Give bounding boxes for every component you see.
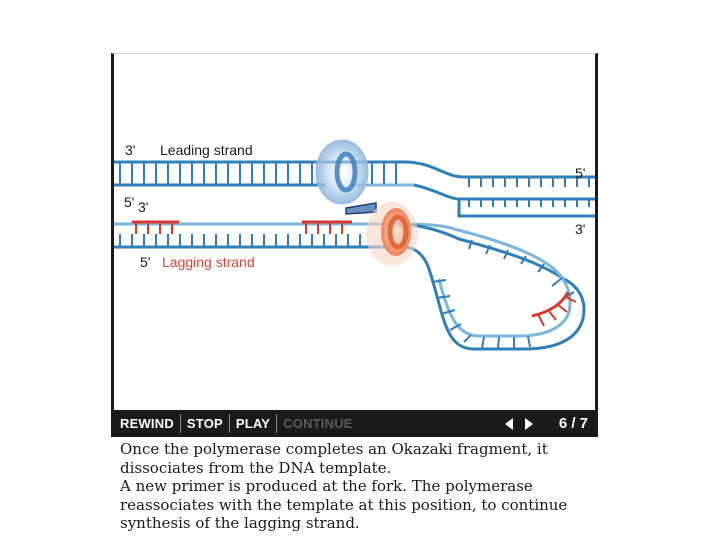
leading-3prime-label: 3' [125,142,135,158]
rewind-button[interactable]: REWIND [120,416,174,431]
play-button[interactable]: PLAY [235,416,271,431]
control-divider [276,414,278,433]
base-pair-rung [551,277,563,287]
caption-line-1: Once the polymerase completes an Okazaki… [120,440,548,477]
base-pair-rung [435,295,451,299]
lagging-loop [403,222,586,351]
base-pair-rung [440,309,456,315]
base-pair-rung [497,336,500,349]
lagging-strand-label: Lagging strand [162,254,255,270]
base-pair-rung [520,255,527,265]
base-pair-rung [463,334,472,343]
animation-frame: 3' Leading strand 5' 5' 3' 3' 5' Lagging… [111,53,598,413]
caption-line-2: A new primer is produced at the fork. Th… [120,477,568,533]
animation-controls: REWIND STOP PLAY CONTINUE 6 / 7 [111,410,598,437]
base-pair-rung [503,249,509,260]
base-pair-rung [431,279,447,283]
leading-strand-label: Leading strand [160,142,253,158]
right-5prime-label: 5' [575,165,585,181]
triangle-right-icon[interactable] [524,417,533,430]
base-pair-rung [449,323,462,331]
continue-button[interactable]: CONTINUE [283,416,353,431]
base-pair-rung [468,239,473,250]
base-pair-rung [527,335,531,348]
page-indicator: 6 / 7 [558,415,588,432]
lagging-polymerase [366,202,418,266]
stop-button[interactable]: STOP [186,416,223,431]
fork-region [403,160,595,218]
left-5prime-label: 5' [124,194,134,210]
lagging-5prime-label: 5' [140,254,150,270]
primer-loop [531,291,577,327]
dna-replication-diagram: 3' Leading strand 5' 5' 3' 3' 5' Lagging… [114,139,595,351]
base-pair-rung [485,244,491,255]
leading-polymerase [315,139,369,205]
primer-middle [302,220,352,234]
lagging-duplex [114,220,404,249]
base-pair-rung [481,336,485,349]
caption: Once the polymerase completes an Okazaki… [120,440,600,533]
leading-duplex [114,160,414,187]
left-3prime-label: 3' [138,199,148,215]
primer-left [132,220,179,234]
triangle-left-icon[interactable] [504,417,513,430]
right-3prime-label: 3' [575,221,585,237]
control-divider [179,414,181,433]
sliding-clamp [345,202,377,215]
control-divider [228,414,230,433]
base-pair-rung [537,263,545,273]
